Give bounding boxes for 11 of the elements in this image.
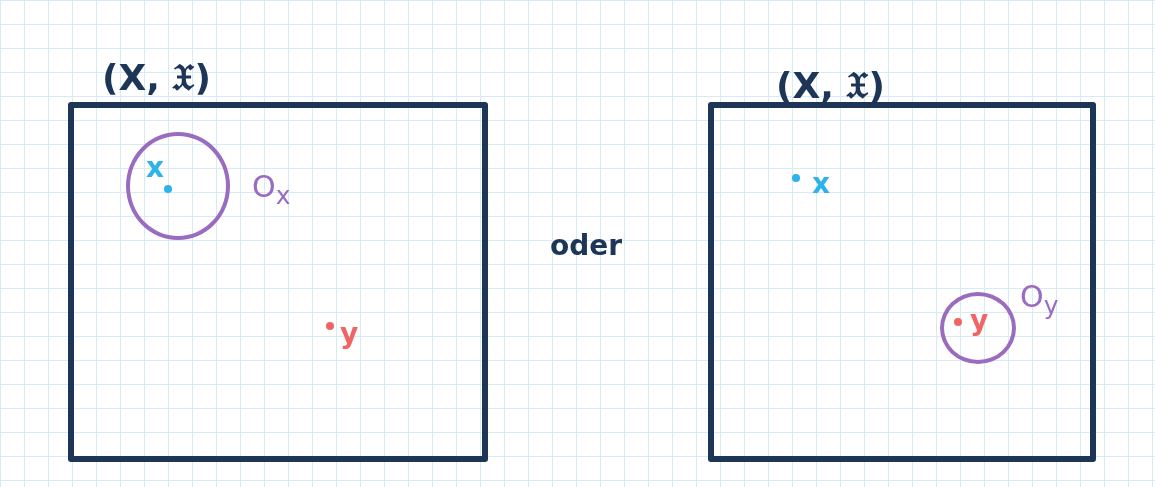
neighborhood-circle: [940, 292, 1016, 364]
space-heading: (X, 𝔛): [102, 60, 211, 96]
point-label: x: [812, 170, 831, 198]
set-label: O$_{y}$: [1020, 282, 1059, 318]
space-heading: (X, 𝔛): [776, 68, 885, 104]
point-label: x: [146, 154, 165, 182]
neighborhood-circle: [126, 132, 230, 240]
set-label: O$_{x}$: [252, 172, 291, 208]
point-label: y: [340, 320, 359, 348]
connective-word: oder: [550, 232, 623, 260]
point-label: y: [970, 307, 989, 335]
